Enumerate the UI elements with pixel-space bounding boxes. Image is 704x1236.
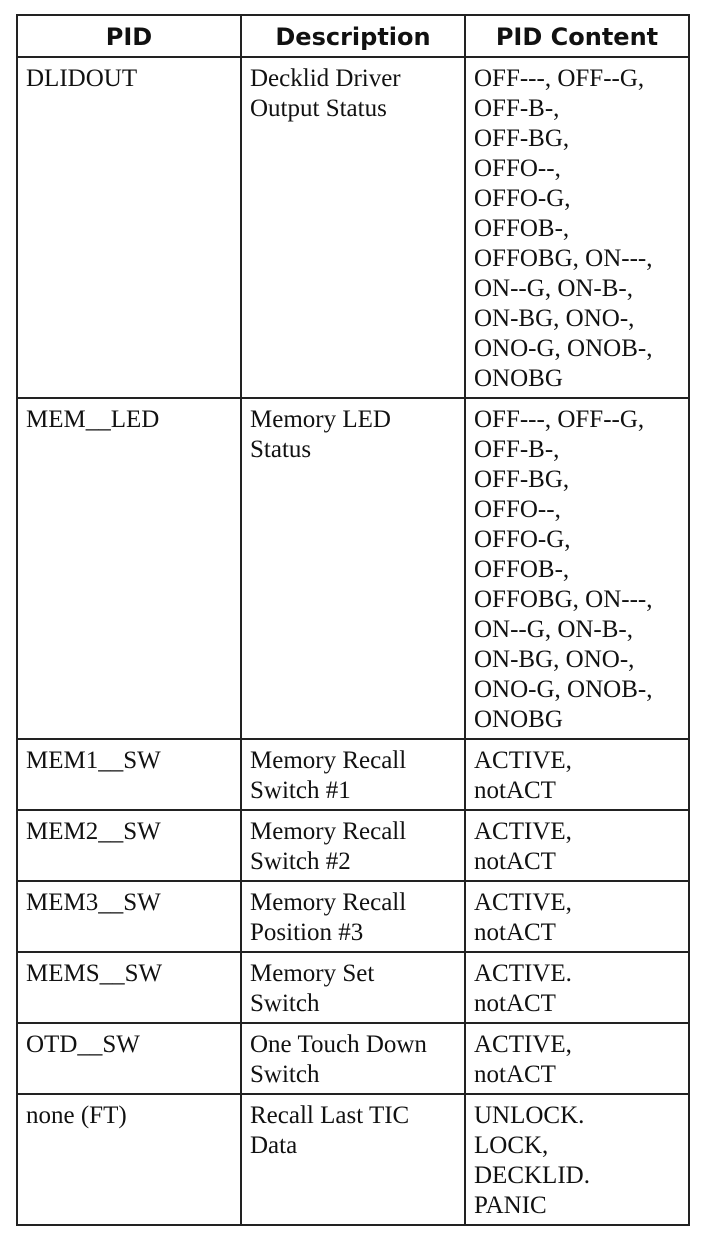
content-cell: OFF---, OFF--G, OFF-B-, OFF-BG, OFFO--, …: [464, 397, 690, 740]
table-row: MEM2__SW Memory Recall Switch #2 ACTIVE,…: [16, 809, 690, 882]
pid-cell: OTD__SW: [16, 1022, 242, 1095]
pid-cell: MEM__LED: [16, 397, 242, 740]
pid-cell: MEM1__SW: [16, 738, 242, 811]
description-cell: One Touch Down Switch: [240, 1022, 466, 1095]
table-row: OTD__SW One Touch Down Switch ACTIVE, no…: [16, 1022, 690, 1095]
table-row: MEMS__SW Memory Set Switch ACTIVE. notAC…: [16, 951, 690, 1024]
content-cell: ACTIVE, notACT: [464, 738, 690, 811]
pid-cell: MEM2__SW: [16, 809, 242, 882]
pid-cell: DLIDOUT: [16, 56, 242, 399]
description-cell: Memory Recall Position #3: [240, 880, 466, 953]
pid-cell: none (FT): [16, 1093, 242, 1226]
description-cell: Memory Recall Switch #2: [240, 809, 466, 882]
table-row: MEM3__SW Memory Recall Position #3 ACTIV…: [16, 880, 690, 953]
pid-cell: MEMS__SW: [16, 951, 242, 1024]
content-cell: OFF---, OFF--G, OFF-B-, OFF-BG, OFFO--, …: [464, 56, 690, 399]
content-cell: ACTIVE, notACT: [464, 1022, 690, 1095]
description-cell: Memory Recall Switch #1: [240, 738, 466, 811]
content-cell: ACTIVE, notACT: [464, 880, 690, 953]
description-cell: Recall Last TIC Data: [240, 1093, 466, 1226]
description-cell: Memory Set Switch: [240, 951, 466, 1024]
content-cell: UNLOCK. LOCK, DECKLID. PANIC: [464, 1093, 690, 1226]
pid-table: PID Description PID Content DLIDOUT Deck…: [16, 14, 690, 1226]
content-cell: ACTIVE. notACT: [464, 951, 690, 1024]
description-cell: Memory LED Status: [240, 397, 466, 740]
table-row: MEM1__SW Memory Recall Switch #1 ACTIVE,…: [16, 738, 690, 811]
header-description: Description: [240, 14, 466, 58]
table-row: DLIDOUT Decklid Driver Output Status OFF…: [16, 56, 690, 399]
table-row: none (FT) Recall Last TIC Data UNLOCK. L…: [16, 1093, 690, 1226]
description-cell: Decklid Driver Output Status: [240, 56, 466, 399]
header-row: PID Description PID Content: [16, 14, 690, 58]
header-pid: PID: [16, 14, 242, 58]
content-cell: ACTIVE, notACT: [464, 809, 690, 882]
pid-cell: MEM3__SW: [16, 880, 242, 953]
table-row: MEM__LED Memory LED Status OFF---, OFF--…: [16, 397, 690, 740]
pid-table-container: PID Description PID Content DLIDOUT Deck…: [16, 14, 690, 1226]
header-pid-content: PID Content: [464, 14, 690, 58]
